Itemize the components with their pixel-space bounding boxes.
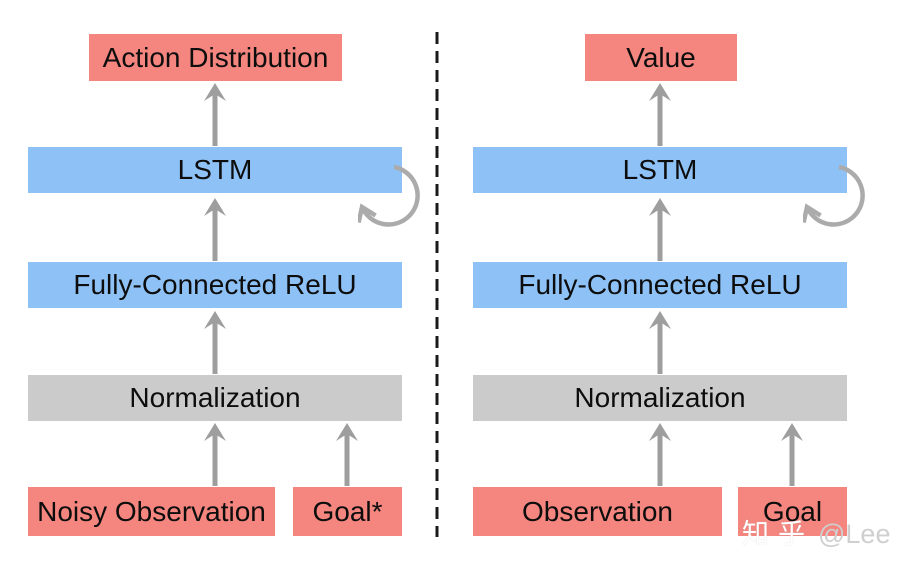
left-output-box-action-distribution: Action Distribution (89, 34, 342, 81)
right-arrow-goal-to-norm-icon (781, 423, 803, 486)
right-arrow-lstm-to-output-icon (649, 83, 671, 146)
right-lstm-box: LSTM (473, 147, 847, 193)
right-output-box-value: Value (585, 34, 737, 81)
right-goal-box: Goal (738, 487, 847, 536)
left-lstm-recurrent-loop-icon (358, 164, 420, 227)
left-arrow-norm-to-fc-icon (204, 311, 226, 374)
left-normalization-box: Normalization (28, 375, 402, 421)
right-fully-connected-box: Fully-Connected ReLU (473, 262, 847, 308)
left-arrow-lstm-to-output-icon (204, 83, 226, 146)
right-arrow-norm-to-fc-icon (649, 311, 671, 374)
left-noisy-observation-box: Noisy Observation (28, 487, 275, 536)
left-fully-connected-box: Fully-Connected ReLU (28, 262, 402, 308)
left-lstm-box: LSTM (28, 147, 402, 193)
watermark-author: @Lee (818, 519, 891, 549)
watermark: 知乎@Lee (742, 512, 890, 551)
right-observation-box: Observation (473, 487, 722, 536)
right-arrow-observation-to-norm-icon (649, 423, 671, 486)
left-arrow-fc-to-lstm-icon (204, 198, 226, 261)
dashed-divider-line (435, 32, 439, 537)
left-goal-box: Goal* (293, 487, 402, 536)
left-arrow-goal-to-norm-icon (336, 423, 358, 486)
right-arrow-fc-to-lstm-icon (649, 198, 671, 261)
right-normalization-box: Normalization (473, 375, 847, 421)
right-lstm-recurrent-loop-icon (803, 164, 865, 227)
watermark-brand: 知乎 (742, 519, 814, 549)
left-arrow-observation-to-norm-icon (204, 423, 226, 486)
